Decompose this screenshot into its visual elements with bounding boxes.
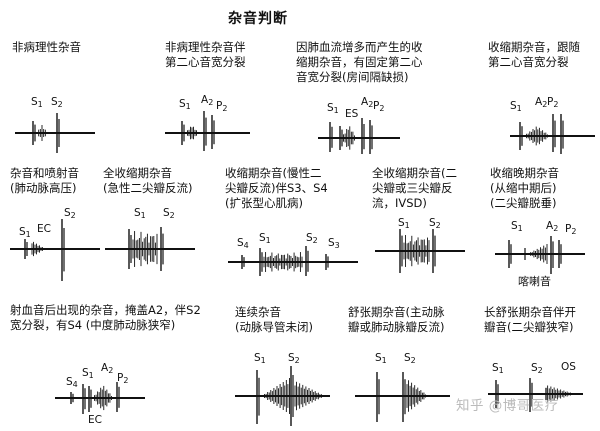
label-p2: P2 — [117, 372, 129, 385]
panel-caption-2: 非病理性杂音伴 第二心音宽分裂 — [165, 40, 246, 69]
label-s2: S2 — [288, 352, 300, 365]
label-s1: S1 — [398, 217, 410, 230]
label-p2: P2 — [565, 223, 577, 236]
trace-12 — [355, 372, 450, 422]
trace-2 — [165, 111, 250, 151]
label-a2: A2 — [201, 94, 214, 107]
trace-5 — [10, 219, 100, 281]
panel-caption-12: 舒张期杂音(主动脉 瓣或肺动脉瓣反流) — [348, 305, 445, 334]
label-s1: S1 — [375, 352, 387, 365]
trace-6 — [105, 227, 195, 271]
label-p2: P2 — [373, 100, 385, 113]
label-es: ES — [345, 108, 359, 120]
label-s1: S1 — [31, 96, 43, 109]
panel-caption-4: 收缩期杂音，跟随 第二心音宽分裂 — [488, 40, 580, 69]
label-s4: S4 — [66, 376, 78, 389]
label-s2: S2 — [306, 232, 318, 245]
label-click: 喀喇音 — [518, 275, 551, 288]
label-s2: S2 — [51, 96, 63, 109]
trace-7 — [228, 246, 358, 276]
label-s1: S1 — [254, 352, 266, 365]
panel-caption-13: 长舒张期杂音伴开 瓣音(二尖瓣狭窄) — [484, 305, 576, 334]
label-s4: S4 — [237, 237, 249, 250]
label-a2: A2 — [361, 96, 374, 109]
label-s1: S1 — [510, 100, 522, 113]
label-ec: EC — [88, 414, 102, 426]
label-s1: S1 — [327, 102, 339, 115]
panel-caption-5: 杂音和喷射音 (肺动脉高压) — [10, 166, 79, 195]
label-s1: S1 — [134, 207, 146, 220]
panel-caption-9: 收缩晚期杂音 (从缩中期后) (二尖瓣脱垂) — [490, 166, 559, 210]
trace-11 — [235, 366, 330, 426]
label-s2: S2 — [429, 217, 441, 230]
label-s2: S2 — [64, 207, 76, 220]
label-a2: A2 — [546, 220, 559, 233]
panel-caption-10: 射血音后出现的杂音，掩盖A2，伴S2 宽分裂，有S4 (中度肺动脉狭窄) — [10, 303, 201, 332]
label-os: OS — [561, 361, 576, 373]
label-s2: S2 — [163, 207, 175, 220]
panel-caption-8: 全收缩期杂音(二 尖瓣或三尖瓣反 流，IVSD) — [372, 166, 457, 210]
trace-8 — [375, 229, 465, 273]
label-s1: S1 — [511, 220, 523, 233]
watermark: 知乎 @博哥医疗 — [456, 398, 559, 414]
label-p2: P2 — [216, 100, 228, 113]
trace-4 — [510, 114, 595, 154]
label-s2: S2 — [531, 362, 543, 375]
label-s1: S1 — [259, 232, 271, 245]
panel-caption-7: 收缩期杂音(慢性二 尖瓣反流)伴S3、S4 (扩张型心肌病) — [225, 166, 328, 210]
label-s1: S1 — [19, 226, 31, 239]
label-p2: P2 — [547, 96, 559, 109]
trace-13 — [488, 378, 583, 412]
label-s1: S1 — [492, 362, 504, 375]
trace-9 — [495, 236, 585, 274]
panel-caption-1: 非病理性杂音 — [12, 40, 81, 54]
label-s1: S1 — [179, 98, 191, 111]
panel-caption-6: 全收缩期杂音 (急性二尖瓣反流) — [103, 166, 193, 195]
label-s2: S2 — [404, 352, 416, 365]
label-s1: S1 — [82, 367, 94, 380]
trace-3 — [318, 118, 400, 154]
trace-1 — [15, 113, 95, 153]
label-a2: A2 — [101, 362, 114, 375]
page-title: 杂音判断 — [228, 11, 288, 27]
label-ec: EC — [37, 223, 51, 235]
label-a2: A2 — [535, 96, 548, 109]
panel-caption-11: 连续杂音 (动脉导管未闭) — [235, 305, 313, 334]
panel-caption-3: 因肺血流增多而产生的收 缩期杂音，有固定第二心 音宽分裂(房间隔缺损) — [296, 40, 423, 84]
trace-10 — [55, 382, 145, 414]
label-s3: S3 — [328, 237, 340, 250]
